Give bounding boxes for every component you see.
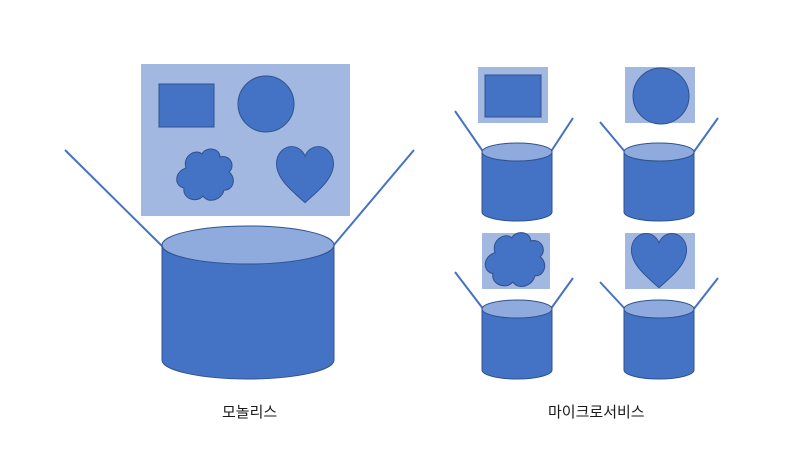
- microservice-heart: [599, 233, 719, 380]
- heart-icon: [630, 233, 688, 289]
- rectangle-icon: [484, 74, 542, 118]
- microservice-rectangle: [454, 67, 574, 222]
- service-funnel-left: [454, 271, 485, 311]
- service-funnel-right: [692, 277, 719, 311]
- monolith-cylinder-body: [161, 244, 335, 380]
- monolith-funnel-right: [332, 149, 415, 247]
- service-cylinder-body: [481, 151, 553, 222]
- monolith-label: 모놀리스: [222, 403, 278, 421]
- rectangle-icon: [158, 83, 215, 128]
- cloud-icon: [484, 232, 546, 287]
- service-cylinder-body: [623, 308, 695, 380]
- service-cylinder-body: [623, 151, 695, 222]
- microservice-cloud: [454, 232, 574, 380]
- microservices-label: 마이크로서비스: [548, 403, 645, 421]
- service-funnel-right: [549, 277, 574, 311]
- service-cylinder-top: [623, 142, 695, 162]
- service-cylinder-top: [623, 299, 695, 319]
- service-funnel-left: [599, 121, 627, 154]
- service-funnel-right: [549, 117, 574, 154]
- service-funnel-right: [692, 117, 719, 154]
- circle-icon: [632, 67, 690, 125]
- cloud-icon: [176, 148, 234, 201]
- service-cylinder-top: [481, 142, 553, 162]
- service-cylinder-body: [481, 308, 553, 380]
- service-cylinder-top: [481, 299, 553, 319]
- circle-icon: [237, 75, 295, 133]
- monolith-funnel-left: [64, 149, 163, 247]
- service-funnel-left: [454, 110, 485, 154]
- microservice-circle: [599, 67, 719, 222]
- monolith-cylinder-top: [161, 225, 335, 265]
- monolith-group: [64, 64, 415, 380]
- service-funnel-left: [599, 281, 627, 311]
- heart-icon: [276, 146, 334, 204]
